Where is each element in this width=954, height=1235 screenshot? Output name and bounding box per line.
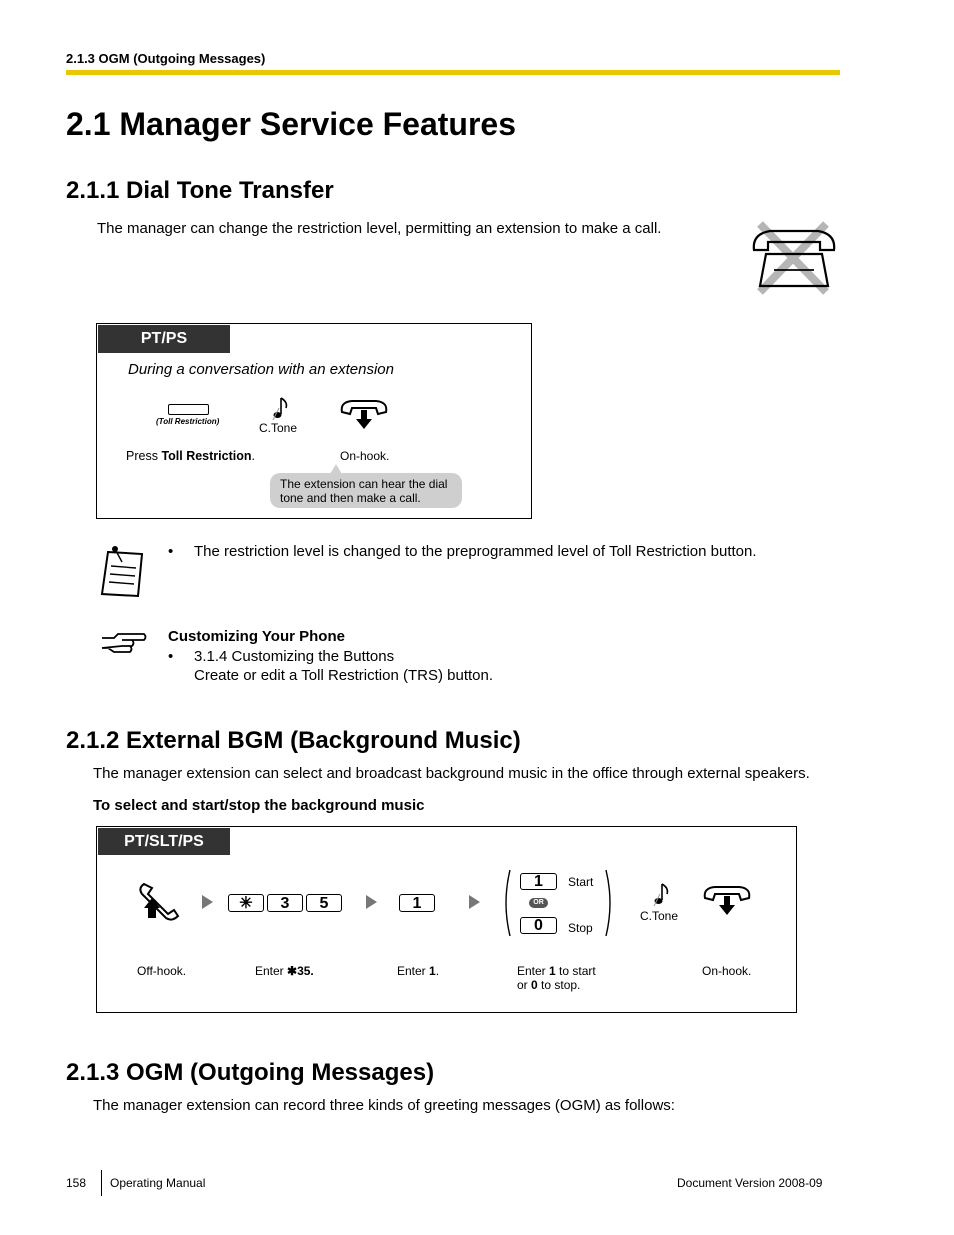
customizing-reference[interactable]: 3.1.4 Customizing the Buttons bbox=[194, 648, 395, 665]
step-arrow bbox=[469, 895, 480, 909]
or-badge: OR bbox=[529, 898, 548, 908]
key-option-0: 0 bbox=[520, 917, 557, 934]
ctone-label: C.Tone bbox=[259, 421, 298, 435]
key-option-1: 1 bbox=[520, 873, 557, 890]
music-note-icon bbox=[272, 397, 288, 421]
key-1: 1 bbox=[399, 894, 435, 912]
step-onhook: On-hook. bbox=[340, 449, 390, 463]
section-intro-2-1-1: The manager can change the restriction l… bbox=[97, 220, 662, 237]
customizing-title: Customizing Your Phone bbox=[168, 628, 345, 645]
label-start: Start bbox=[568, 875, 594, 889]
step-press-toll: Press Toll Restriction. bbox=[126, 449, 255, 463]
offhook-handset-icon bbox=[139, 882, 180, 921]
callout-line-1: The extension can hear the dial bbox=[280, 477, 448, 491]
step-offhook: Off-hook. bbox=[137, 964, 187, 978]
pointing-hand-icon bbox=[101, 633, 147, 653]
step-enter-1: Enter 1. bbox=[397, 964, 440, 978]
callout-bubble bbox=[270, 473, 462, 508]
step-onhook: On-hook. bbox=[702, 964, 752, 978]
callout-line-2: tone and then make a call. bbox=[280, 491, 421, 505]
footer-manual: Operating Manual bbox=[110, 1176, 206, 1190]
key-5: 5 bbox=[306, 894, 342, 912]
page-number: 158 bbox=[66, 1176, 87, 1190]
running-header: 2.1.3 OGM (Outgoing Messages) bbox=[66, 51, 266, 66]
operation-context: During a conversation with an extension bbox=[128, 361, 394, 378]
terminal-tag-pt-slt-ps: PT/SLT/PS bbox=[98, 828, 230, 855]
step-arrow bbox=[202, 895, 213, 909]
step-start-stop: Enter 1 to start or 0 to stop. bbox=[517, 964, 596, 992]
operation-box-pt-ps bbox=[96, 323, 532, 519]
section-heading-2-1-1: 2.1.1 Dial Tone Transfer bbox=[66, 177, 334, 204]
music-note-icon bbox=[653, 883, 669, 907]
section-intro-2-1-2: The manager extension can select and bro… bbox=[93, 765, 810, 782]
callout-pointer bbox=[330, 464, 342, 474]
label-stop: Stop bbox=[568, 921, 593, 935]
section-intro-2-1-3: The manager extension can record three k… bbox=[93, 1097, 675, 1114]
bullet-dot: • bbox=[168, 543, 174, 560]
choice-bracket bbox=[505, 869, 611, 937]
toll-restriction-button-icon bbox=[168, 404, 209, 415]
header-rule bbox=[66, 70, 840, 75]
customizing-description: Create or edit a Toll Restriction (TRS) … bbox=[194, 667, 494, 684]
subheading-bgm: To select and start/stop the background … bbox=[93, 797, 425, 814]
page-title: 2.1 Manager Service Features bbox=[66, 106, 517, 142]
star-key-icon: ✳ bbox=[228, 894, 264, 912]
bullet-dot: • bbox=[168, 648, 174, 665]
handset-icon bbox=[340, 400, 388, 429]
handset-icon bbox=[703, 886, 751, 915]
key-3: 3 bbox=[267, 894, 303, 912]
footer-version: Document Version 2008-09 bbox=[677, 1176, 823, 1190]
step-enter-code: Enter ✱35. bbox=[255, 964, 314, 978]
note-icon bbox=[100, 546, 144, 598]
section-heading-2-1-3: 2.1.3 OGM (Outgoing Messages) bbox=[66, 1059, 435, 1086]
ctone-label: C.Tone bbox=[640, 909, 679, 923]
section-heading-2-1-2: 2.1.2 External BGM (Background Music) bbox=[66, 727, 521, 754]
operation-box-pt-slt-ps bbox=[96, 826, 797, 1013]
terminal-tag-pt-ps: PT/PS bbox=[98, 325, 230, 353]
footer-divider bbox=[101, 1170, 102, 1196]
toll-restriction-caption: (Toll Restriction) bbox=[156, 417, 220, 426]
phone-crossed-icon bbox=[752, 221, 836, 295]
step-arrow bbox=[366, 895, 377, 909]
note-bullet-text: The restriction level is changed to the … bbox=[194, 543, 757, 560]
